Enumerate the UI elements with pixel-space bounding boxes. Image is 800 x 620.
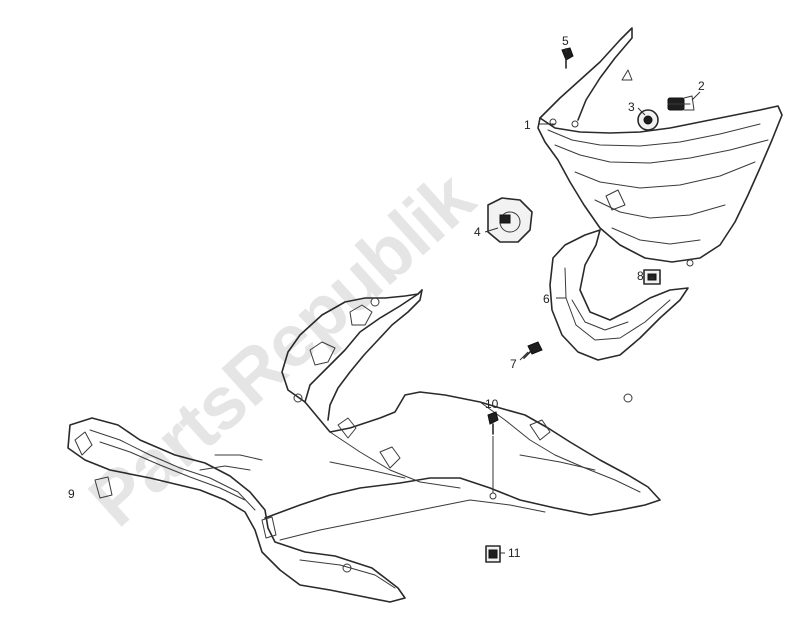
callout-11: 11 [508, 546, 521, 560]
callout-1: 1 [524, 118, 531, 132]
part-4-clip-ring [487, 197, 533, 243]
watermark-text: PartsRepublik [73, 155, 490, 542]
callout-6: 6 [543, 292, 550, 306]
callout-4: 4 [474, 225, 481, 239]
part-11-nut [485, 545, 501, 563]
callout-5: 5 [562, 34, 569, 48]
part-8-clip [643, 269, 661, 285]
part-6-lower-panel [549, 229, 689, 361]
callout-7: 7 [510, 357, 517, 371]
callout-2: 2 [698, 79, 705, 93]
callout-labels: 1 2 3 4 5 6 7 8 9 10 11 [68, 34, 705, 560]
part-2-bolt [667, 95, 695, 111]
callout-8: 8 [637, 269, 644, 283]
callout-3: 3 [628, 100, 635, 114]
part-10-screw [487, 411, 499, 435]
callout-9: 9 [68, 487, 75, 501]
part-3-washer [637, 109, 659, 131]
part-1-inner-shield [537, 27, 783, 267]
part-7-screw [523, 341, 543, 359]
part-5-screw [561, 47, 574, 69]
callout-10: 10 [485, 397, 499, 411]
part-9-footboard [67, 289, 661, 603]
leader-lines [484, 48, 701, 554]
